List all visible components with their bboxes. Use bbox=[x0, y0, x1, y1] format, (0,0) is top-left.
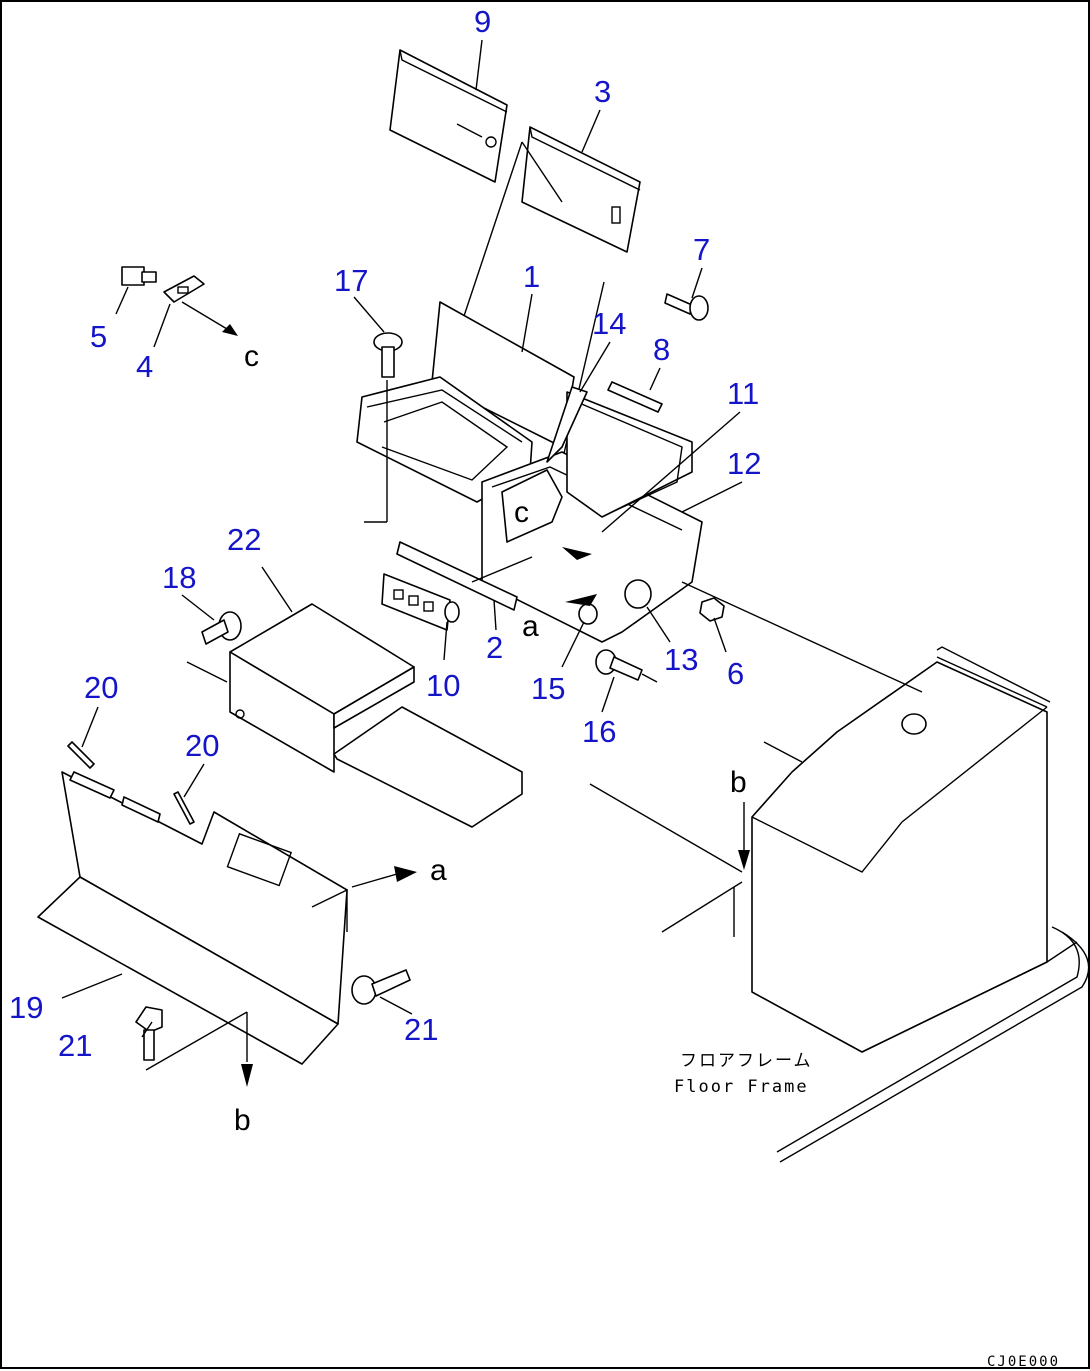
callout-20: 20 bbox=[84, 670, 118, 705]
callout-2: 2 bbox=[486, 630, 503, 665]
part-9-cover-plate bbox=[389, 49, 508, 183]
callout-13: 13 bbox=[664, 642, 698, 677]
callout-8: 8 bbox=[653, 332, 670, 367]
callout-7: 7 bbox=[693, 232, 710, 267]
callout-16: 16 bbox=[582, 714, 616, 749]
arrow-b-frame bbox=[738, 850, 750, 870]
part-21-bolt-right bbox=[351, 969, 411, 1005]
part-18-bolt bbox=[201, 611, 242, 645]
callout-9: 9 bbox=[474, 4, 491, 39]
callout-21: 21 bbox=[58, 1028, 92, 1063]
callout-1: 1 bbox=[523, 259, 540, 294]
caption-english: Floor Frame bbox=[674, 1077, 809, 1097]
callout-10: 10 bbox=[426, 668, 460, 703]
arrow-a-right bbox=[394, 866, 417, 882]
part-16-bolt bbox=[595, 649, 658, 683]
callout-5: 5 bbox=[90, 319, 107, 354]
callout-14: 14 bbox=[592, 306, 626, 341]
caption-japanese: フロアフレーム bbox=[680, 1051, 813, 1071]
callout-21: 21 bbox=[404, 1012, 438, 1047]
part-6-nut bbox=[699, 597, 725, 622]
ref-c-left: c bbox=[244, 340, 259, 373]
callout-22: 22 bbox=[227, 522, 261, 557]
part-19-plate bbox=[37, 771, 348, 1065]
leader-lines bbox=[61, 39, 743, 1038]
part-21-bolt-left bbox=[135, 1006, 163, 1061]
part-8-strip bbox=[607, 381, 663, 413]
part-10-switch-panel bbox=[381, 573, 460, 631]
arrow-b-down bbox=[241, 1064, 253, 1087]
part-2-strip bbox=[396, 541, 518, 611]
arrow-c-mid bbox=[562, 547, 592, 560]
arrow-to-c bbox=[181, 301, 233, 333]
callout-15: 15 bbox=[531, 671, 565, 706]
part-13-grommet bbox=[624, 579, 652, 609]
callout-12: 12 bbox=[727, 446, 761, 481]
callout-4: 4 bbox=[136, 349, 153, 384]
part-17-bolt bbox=[373, 332, 403, 378]
floor-frame bbox=[751, 646, 1090, 1163]
reference-letters: c c a a b b bbox=[234, 340, 747, 1137]
part-15-grommet bbox=[578, 603, 598, 625]
arrow-a-mid bbox=[565, 594, 597, 606]
callout-numbers: 9 3 1 7 14 8 11 12 17 5 4 22 18 10 2 13 … bbox=[9, 4, 761, 1063]
part-4-clip bbox=[163, 275, 205, 303]
callout-19: 19 bbox=[9, 990, 43, 1025]
callout-6: 6 bbox=[727, 656, 744, 691]
drawing-code: CJ0E000 bbox=[987, 1354, 1060, 1370]
callout-17: 17 bbox=[334, 263, 368, 298]
callout-3: 3 bbox=[594, 74, 611, 109]
arrow-head-c bbox=[222, 324, 238, 336]
part-20-strip bbox=[67, 741, 195, 825]
part-22-box bbox=[186, 603, 523, 828]
callout-20: 20 bbox=[185, 728, 219, 763]
callout-18: 18 bbox=[162, 560, 196, 595]
ref-c-box: c bbox=[514, 496, 529, 529]
ref-a-box: a bbox=[522, 610, 539, 643]
callout-11: 11 bbox=[727, 376, 759, 411]
ref-a-plate: a bbox=[430, 854, 447, 887]
ref-b-plate: b bbox=[234, 1104, 251, 1137]
part-7-bolt bbox=[664, 293, 709, 321]
part-3-cover-plate bbox=[521, 126, 641, 253]
part-5-stud bbox=[121, 266, 157, 286]
ref-b-frame: b bbox=[730, 766, 747, 799]
